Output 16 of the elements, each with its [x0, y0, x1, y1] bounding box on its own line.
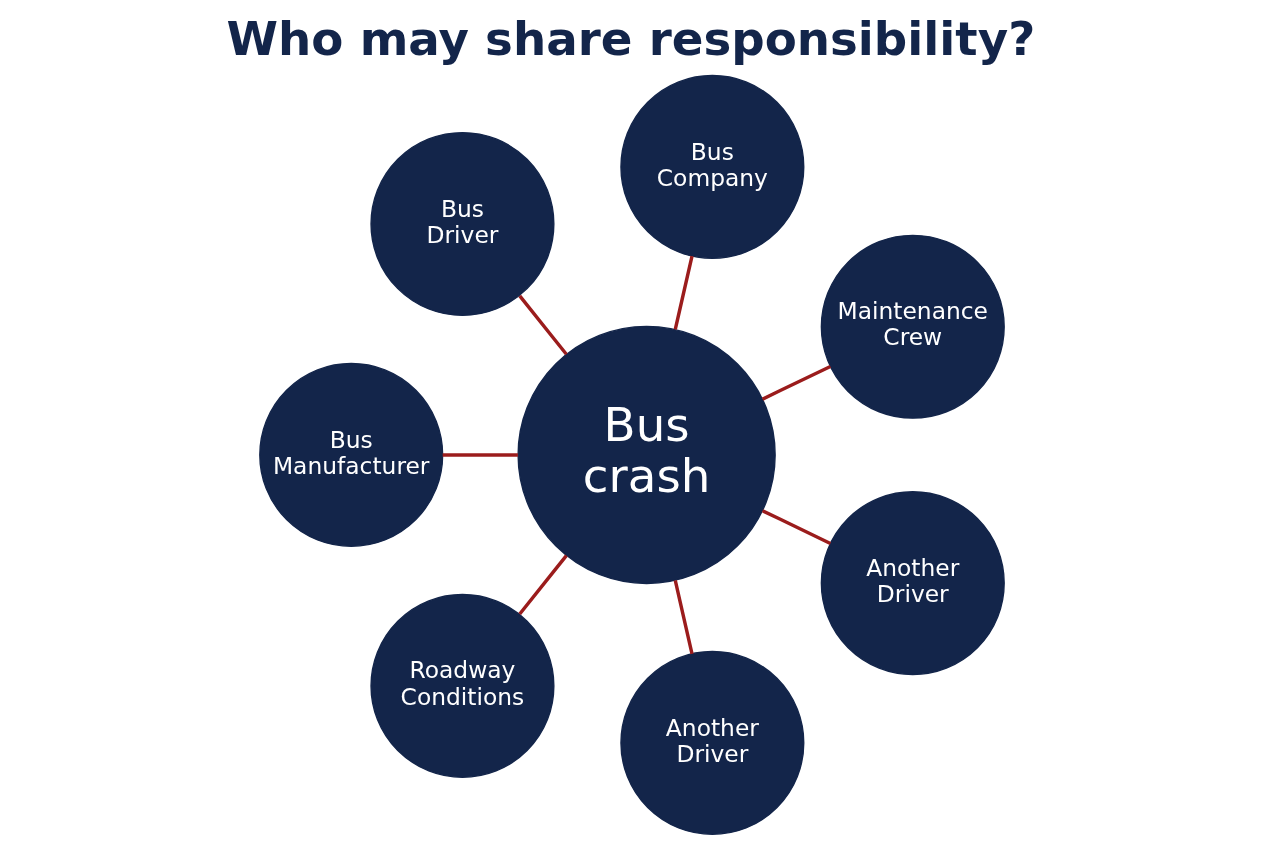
connector: [673, 580, 694, 655]
node-circle: Bus Driver: [370, 131, 555, 317]
connector: [761, 364, 832, 401]
diagram-title: Who may share responsibility?: [226, 12, 1036, 67]
connector: [518, 554, 568, 616]
node-circle: Another Driver: [820, 491, 1005, 676]
connector: [673, 255, 694, 330]
node-circle: Another Driver: [620, 650, 805, 836]
node-circle: Bus Company: [620, 74, 805, 260]
connector: [761, 509, 832, 545]
connector: [442, 453, 518, 457]
node-circle: Bus Manufacturer: [259, 362, 444, 548]
connector: [518, 294, 568, 356]
node-circle: Bus crash: [517, 325, 776, 585]
node-circle: Maintenance Crew: [820, 234, 1005, 419]
node-circle: Roadway Conditions: [370, 593, 555, 778]
